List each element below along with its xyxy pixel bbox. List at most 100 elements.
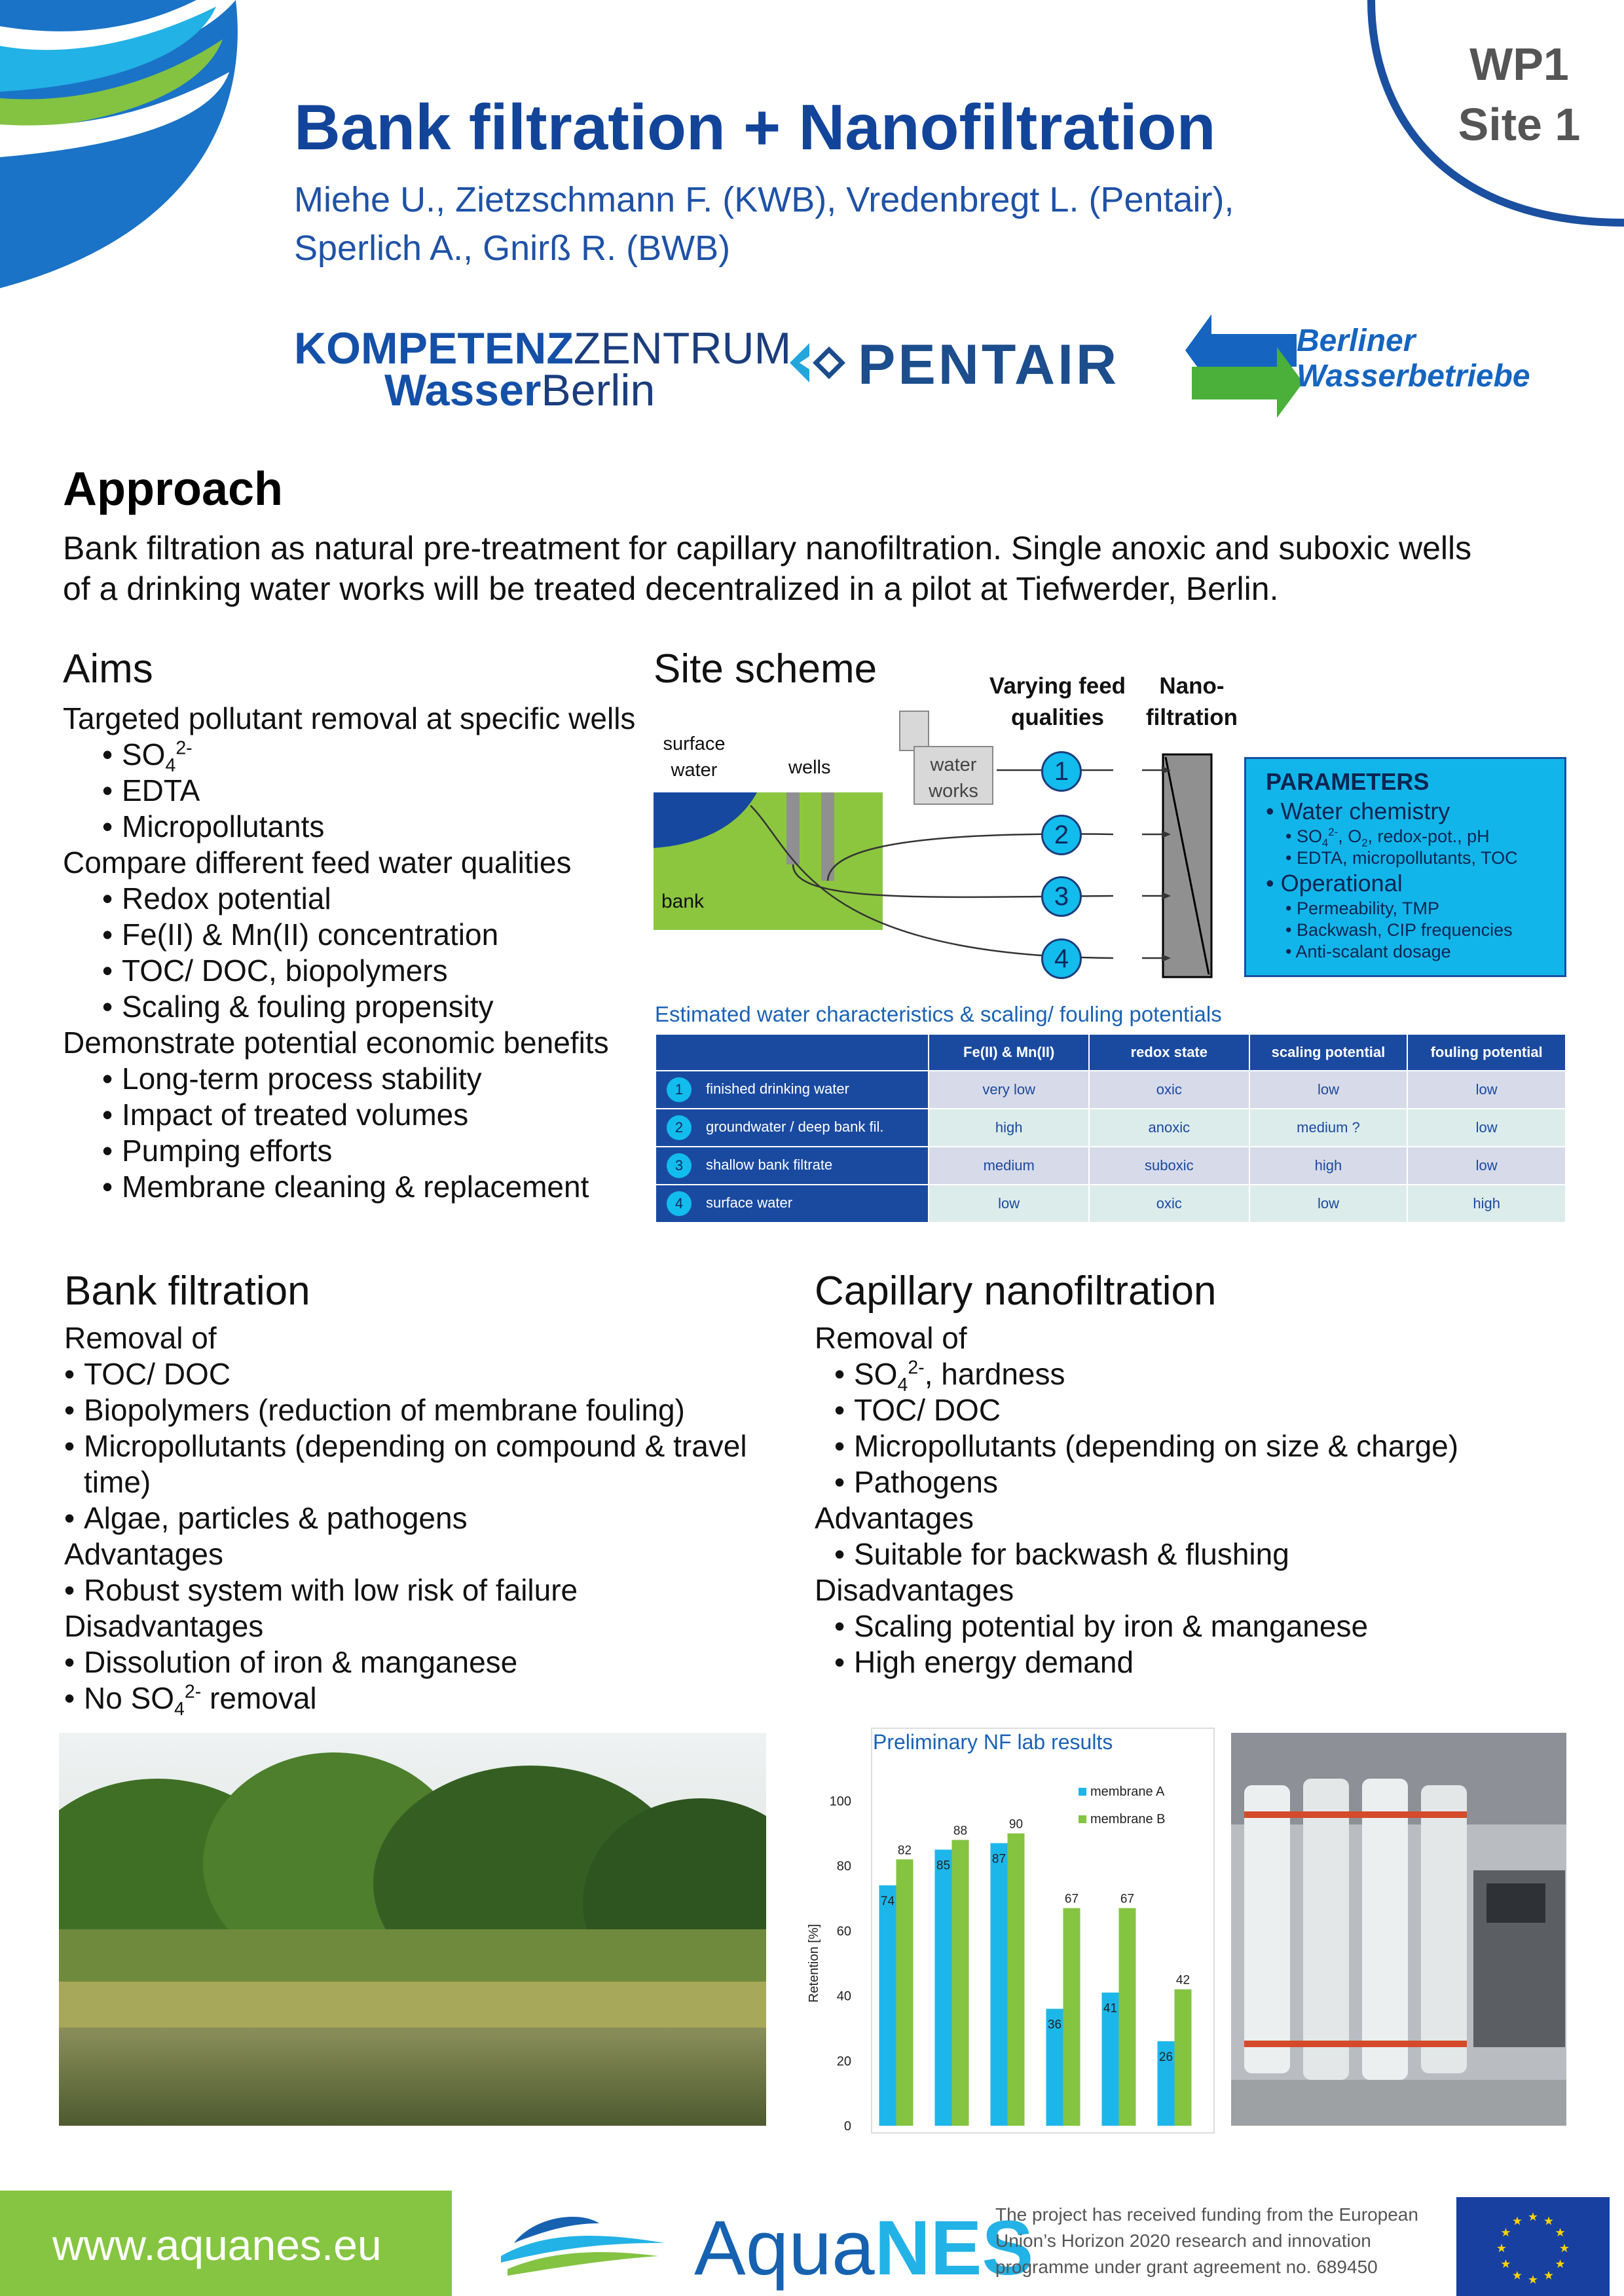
table-cell: low [1407,1108,1566,1147]
wp-site-badge: WP1 Site 1 [1434,34,1604,155]
cnf-subtitle: Removal of [815,1321,967,1355]
table-cell: high [1407,1184,1566,1223]
bar [1046,2009,1063,2126]
aims-item: TOC/ DOC, biopolymers [102,953,639,989]
funding-line: programme under grant agreement no. 6894… [995,2257,1378,2277]
bar-value-label: 90 [1009,1818,1023,1832]
bank-label: bank [661,891,705,912]
bank-filtration-heading: Bank filtration [64,1268,310,1314]
authors: Miehe U., Zietzschmann F. (KWB), Vredenb… [294,176,1234,272]
bf-item: Micropollutants (depending on compound &… [64,1428,758,1500]
bar-value-label: 74 [881,1895,895,1908]
table-cell: low [1407,1146,1566,1185]
table-cell: medium [928,1146,1090,1185]
eu-star: ★ [1528,2273,1538,2286]
eu-star: ★ [1512,2269,1522,2282]
aims-item: Impact of treated volumes [102,1097,639,1133]
table-cell: anoxic [1088,1108,1250,1147]
site-scheme-diagram [654,711,1213,978]
legend-swatch [1079,1788,1086,1796]
bf-item: Robust system with low risk of failure [64,1572,758,1608]
aims-item: Fe(II) & Mn(II) concentration [102,917,639,953]
water-characteristics-table: Fe(II) & Mn(II) redox state scaling pote… [654,1033,1566,1223]
surface-water-label: surface water [655,731,733,783]
bf-item: Biopolymers (reduction of membrane fouli… [64,1392,758,1428]
legend-label: membrane A [1090,1785,1165,1799]
table-cell: oxic [1088,1070,1250,1109]
surface-water-shape [654,792,757,848]
bwb-line: Berliner [1297,324,1416,358]
wp-label: WP1 [1469,39,1569,90]
param-wc-item: • SO42-, O2, redox-pot., pH [1285,826,1490,849]
bar-value-label: 82 [898,1843,912,1857]
bf-item: TOC/ DOC [64,1356,758,1392]
pentair-logo-text: PENTAIR [858,333,1120,396]
table-cell: very low [928,1070,1090,1109]
funding-line: Union’s Horizon 2020 research and innova… [995,2231,1371,2251]
wp-badge-arc [1367,0,1624,227]
cnf-item: Suitable for backwash & flushing [834,1536,1568,1572]
feed-heading-line: Varying feed [989,673,1126,699]
lake-photo [59,1733,766,2126]
bar-value-label: 41 [1103,2002,1117,2016]
legend-swatch [1079,1815,1086,1823]
aims-group-title: Compare different feed water qualities [63,845,572,880]
eu-star: ★ [1528,2210,1538,2223]
bar [1063,1908,1080,2126]
y-axis-label: Retention [%] [807,1924,821,2003]
aims-item: Long-term process stability [102,1061,639,1097]
aims-list: Targeted pollutant removal at specific w… [63,701,639,1205]
y-tick-label: 60 [837,1924,851,1938]
row-label: shallow bank filtrate [706,1156,833,1173]
bar-value-label: 88 [953,1824,967,1838]
bar [879,1885,896,2126]
table-cell: high [1248,1146,1409,1185]
aims-group-title: Demonstrate potential economic benefits [63,1026,609,1060]
water-works-line: works [929,781,978,802]
cnf-item: TOC/ DOC [834,1392,1568,1428]
bar [1007,1833,1025,2126]
y-tick-label: 80 [837,1859,851,1874]
aims-item: SO42- [102,737,639,775]
bar [1118,1908,1136,2126]
eu-star: ★ [1555,2226,1565,2239]
feed-heading-line: qualities [1011,705,1104,730]
param-op-item: • Anti-scalant dosage [1285,942,1451,961]
aims-item: EDTA [102,773,639,809]
table-cell: high [928,1108,1090,1147]
bf-subtitle: Disadvantages [64,1609,264,1643]
bar [896,1859,913,2126]
aims-group-title: Targeted pollutant removal at specific w… [63,701,636,735]
param-water-chemistry: • Water chemistry [1266,798,1450,824]
aims-heading: Aims [63,646,153,692]
approach-heading: Approach [63,463,284,515]
y-tick-label: 100 [830,1794,851,1809]
feed-line-3 [792,864,1114,898]
kwb-logo-part: Wasser [384,365,542,415]
eu-flag-icon: ★★★★★★★★★★★★ [1456,2197,1610,2296]
param-wc-item: • EDTA, micropollutants, TOC [1285,848,1518,868]
eu-star: ★ [1543,2214,1554,2227]
y-tick-label: 0 [844,2119,851,2134]
bf-item: Algae, particles & pathogens [64,1500,758,1536]
bar-value-label: 85 [936,1859,950,1872]
table-header: redox state [1088,1033,1250,1071]
table-header-empty [654,1033,930,1071]
param-op-item: • Permeability, TMP [1285,898,1440,918]
footer-url-link[interactable]: www.aquanes.eu [52,2221,382,2269]
bwb-arrows-icon [1185,314,1303,418]
kwb-logo-part: ZENTRUM [573,324,792,373]
table-header: fouling potential [1407,1033,1566,1071]
bar [951,1840,969,2126]
aims-item: Pumping efforts [102,1133,639,1169]
parameters-title: PARAMETERS [1266,768,1430,795]
water-works-chimney [899,711,929,751]
eu-star: ★ [1512,2214,1522,2227]
feed-heading: Varying feed qualities [976,671,1139,733]
param-operational: • Operational [1266,870,1403,897]
nano-heading-line: Nano- [1159,673,1225,699]
bar-value-label: 42 [1176,1974,1190,1988]
